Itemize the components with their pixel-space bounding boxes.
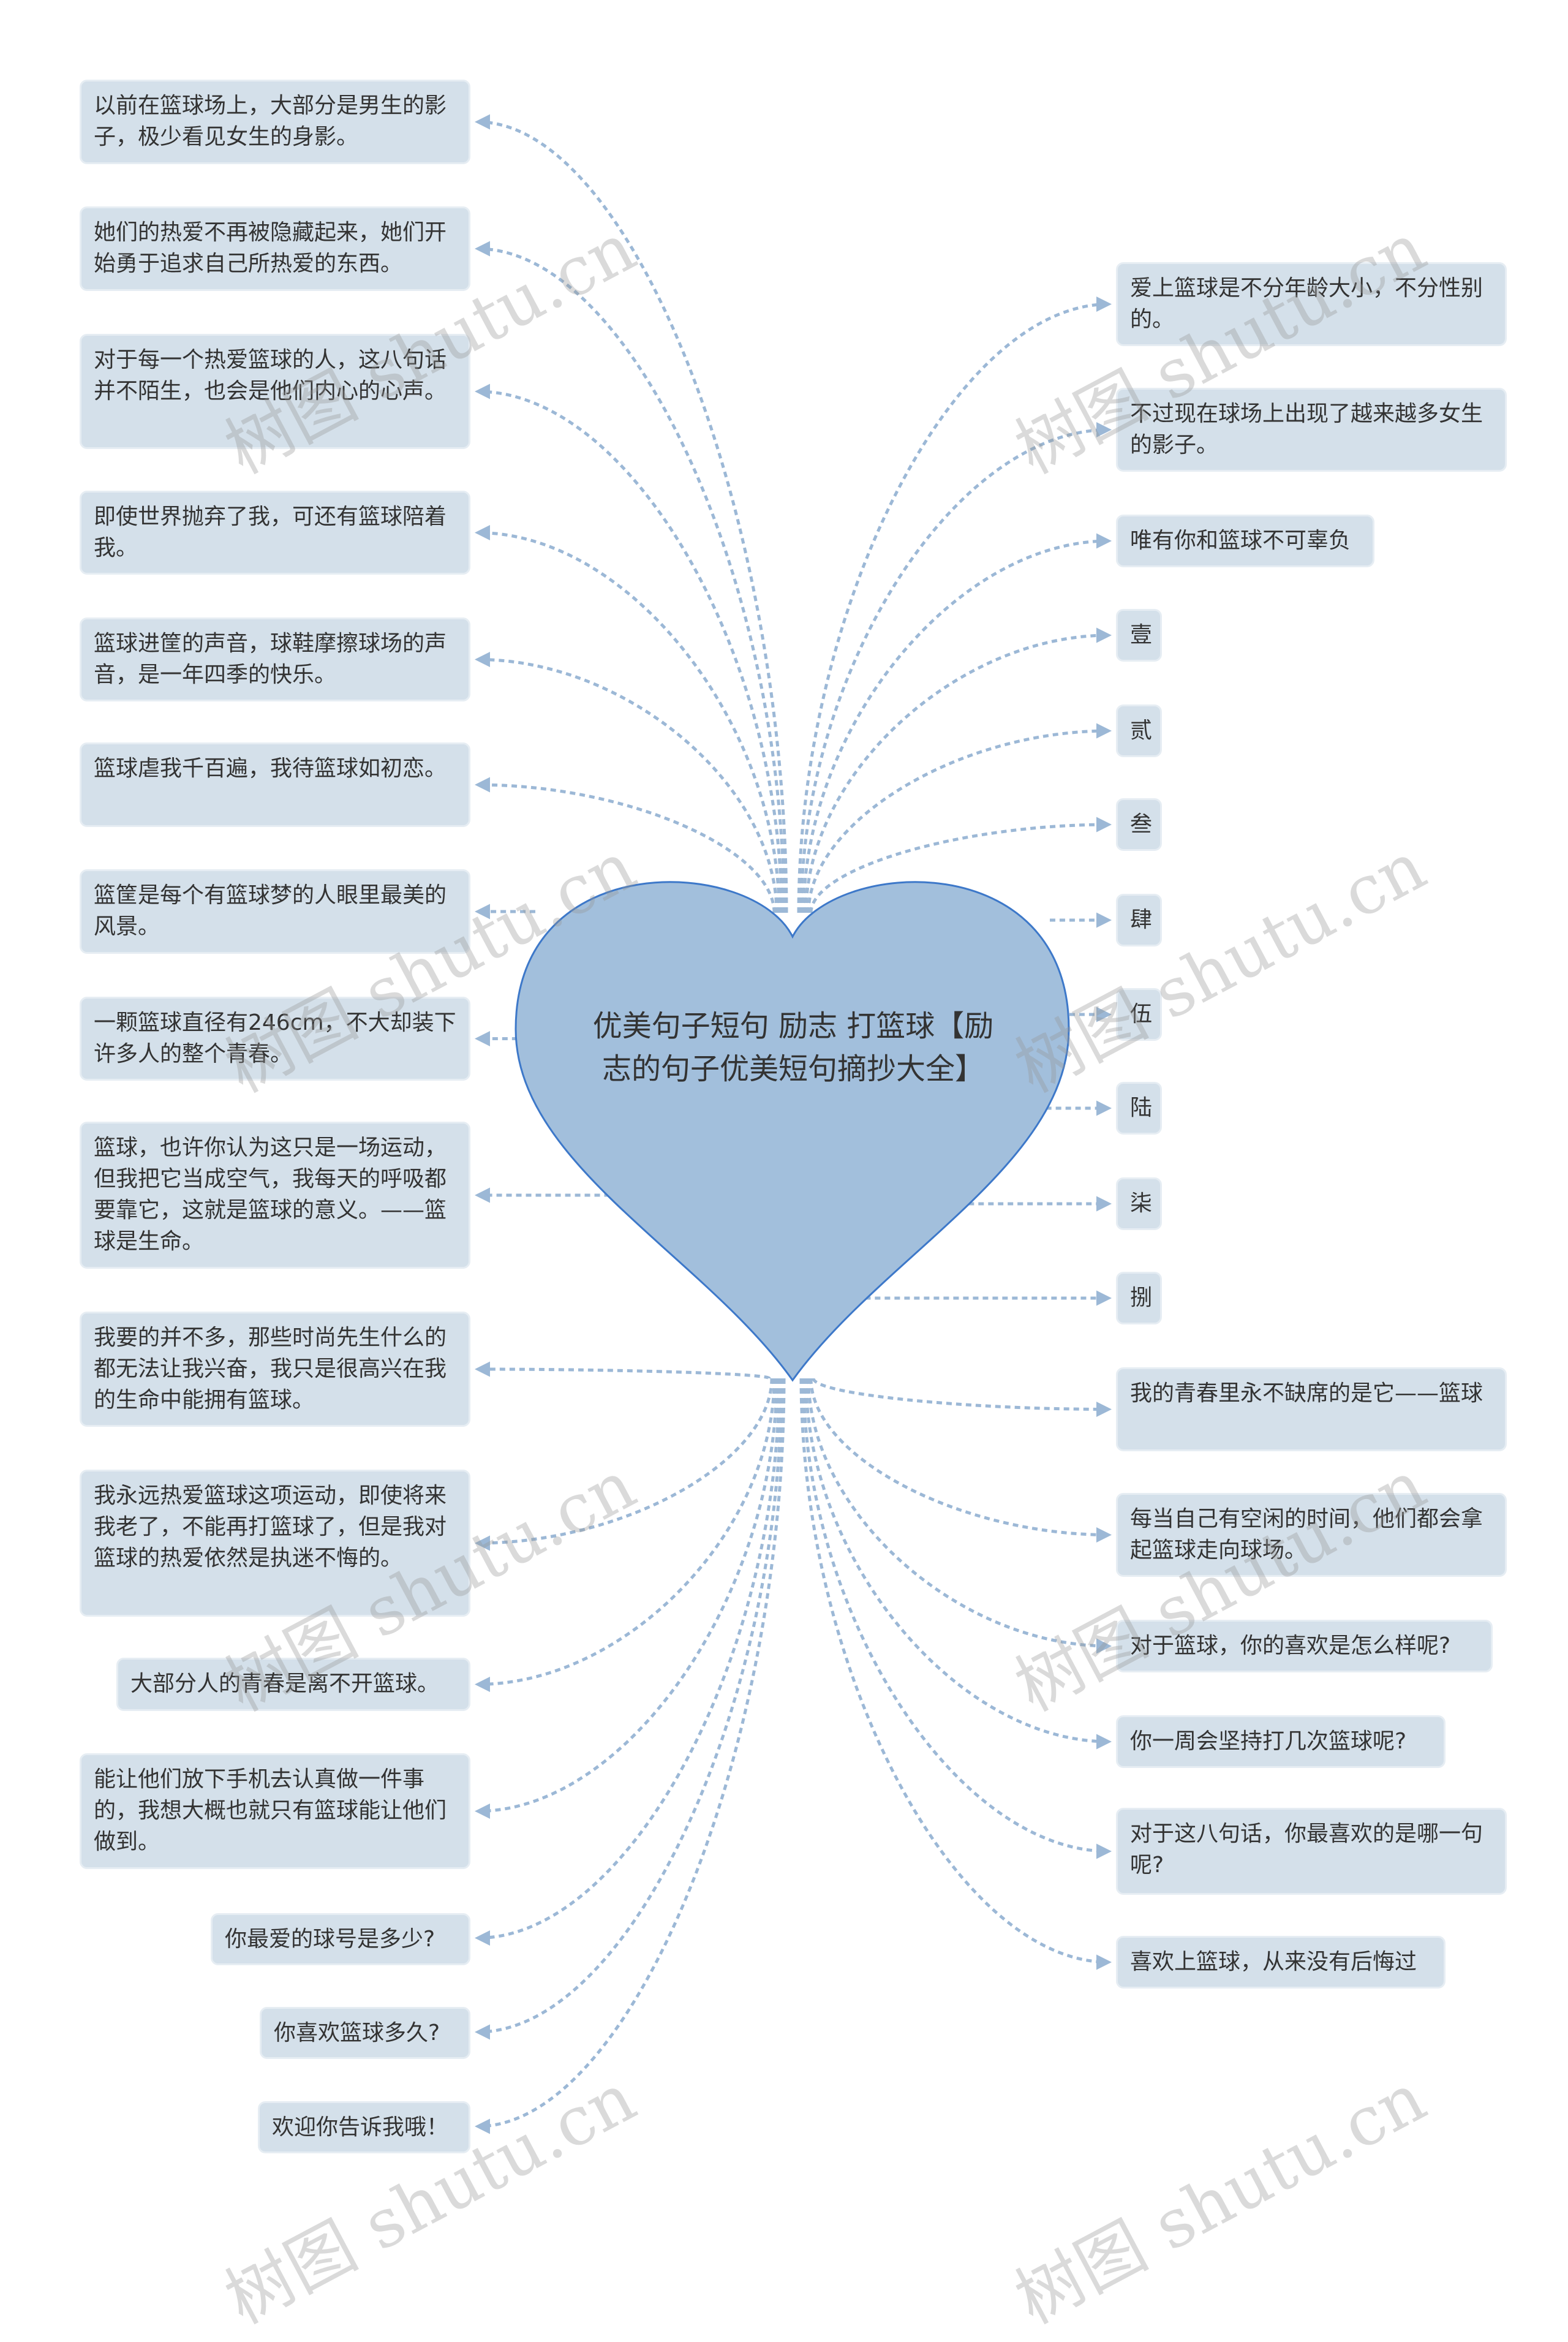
left-topic-node[interactable]: 篮球虐我千百遍，我待篮球如初恋。 <box>80 742 470 827</box>
connector-arrow <box>475 114 788 913</box>
connector-arrow <box>809 1378 1112 1543</box>
right-topic-node[interactable]: 捌 <box>1116 1272 1162 1324</box>
right-topic-node[interactable]: 肆 <box>1116 894 1162 946</box>
left-topic-node[interactable]: 欢迎你告诉我哦！ <box>258 2101 470 2153</box>
right-topic-node[interactable]: 对于篮球，你的喜欢是怎么样呢? <box>1116 1620 1493 1672</box>
connector-arrow <box>802 1378 1112 1859</box>
right-topic-node[interactable]: 唯有你和篮球不可辜负 <box>1116 515 1374 567</box>
left-topic-node[interactable]: 大部分人的青春是离不开篮球。 <box>116 1658 470 1711</box>
right-topic-node[interactable]: 每当自己有空闲的时间，他们都会拿起篮球走向球场。 <box>1116 1493 1507 1577</box>
left-topic-node[interactable]: 篮筐是每个有篮球梦的人眼里最美的风景。 <box>80 869 470 954</box>
central-heart[interactable] <box>514 881 1070 1382</box>
connector-arrow <box>475 525 781 913</box>
right-topic-node[interactable]: 陆 <box>1116 1082 1162 1135</box>
connector-arrow <box>475 241 786 913</box>
left-topic-node[interactable]: 篮球，也许你认为这只是一场运动，但我把它当成空气，我每天的呼吸都要靠它，这就是篮… <box>80 1122 470 1269</box>
connector-arrow <box>475 1361 771 1380</box>
right-topic-node[interactable]: 贰 <box>1116 704 1162 757</box>
left-topic-node[interactable]: 一颗篮球直径有246cm，不大却装下许多人的整个青春。 <box>80 997 470 1081</box>
connector-arrow <box>804 1378 1112 1750</box>
central-topic-title[interactable]: 优美句子短句 励志 打篮球【励志的句子优美短句摘抄大全】 <box>592 1009 994 1086</box>
connector-arrow <box>809 817 1112 913</box>
connector-arrow <box>475 1378 774 1551</box>
right-topic-node[interactable]: 柒 <box>1116 1177 1162 1230</box>
connector-arrow <box>475 1378 783 2040</box>
connector-arrow <box>804 627 1112 913</box>
left-topic-node[interactable]: 能让他们放下手机去认真做一件事的，我想大概也就只有篮球能让他们做到。 <box>80 1753 470 1869</box>
left-topic-node[interactable]: 你喜欢篮球多久? <box>260 2007 470 2059</box>
left-topic-node[interactable]: 即使世界抛弃了我，可还有篮球陪着我。 <box>80 491 470 575</box>
right-topic-node[interactable]: 你一周会坚持打几次篮球呢? <box>1116 1715 1446 1768</box>
left-topic-node[interactable]: 我永远热爱篮球这项运动，即使将来我老了，不能再打篮球了，但是我对篮球的热爱依然是… <box>80 1470 470 1617</box>
right-topic-node[interactable]: 爱上篮球是不分年龄大小，不分性别的。 <box>1116 262 1507 346</box>
right-topic-node[interactable]: 喜欢上篮球，从来没有后悔过 <box>1116 1936 1446 1989</box>
right-topic-node[interactable]: 对于这八句话，你最喜欢的是哪一句呢? <box>1116 1808 1507 1895</box>
left-topic-node[interactable]: 你最爱的球号是多少? <box>211 1913 470 1965</box>
connector-arrow <box>799 1378 1112 1970</box>
connector-arrow <box>475 1378 776 1692</box>
right-topic-node[interactable]: 叁 <box>1116 798 1162 851</box>
connector-arrow <box>475 1378 778 1819</box>
connector-arrow <box>807 723 1112 913</box>
connector-arrow <box>475 1378 786 2134</box>
left-topic-node[interactable]: 她们的热爱不再被隐藏起来，她们开始勇于追求自己所热爱的东西。 <box>80 206 470 291</box>
connector-arrow <box>475 383 783 913</box>
right-topic-node[interactable]: 不过现在球场上出现了越来越多女生的影子。 <box>1116 388 1507 472</box>
edge-layer <box>475 114 1112 2134</box>
connector-arrow <box>475 652 778 913</box>
right-topic-node[interactable]: 壹 <box>1116 609 1162 662</box>
connector-arrow <box>475 1378 781 1946</box>
connector-arrow <box>799 422 1112 913</box>
connector-arrow <box>797 297 1112 913</box>
left-topic-node[interactable]: 对于每一个热爱篮球的人，这八句话并不陌生，也会是他们内心的心声。 <box>80 334 470 449</box>
connector-arrow <box>807 1378 1112 1654</box>
connector-arrow <box>802 533 1112 913</box>
right-topic-node[interactable]: 伍 <box>1116 988 1162 1041</box>
left-topic-node[interactable]: 以前在篮球场上，大部分是男生的影子，极少看见女生的身影。 <box>80 80 470 164</box>
left-topic-node[interactable]: 我要的并不多，那些时尚先生什么的都无法让我兴奋，我只是很高兴在我的生命中能拥有篮… <box>80 1312 470 1427</box>
connector-arrow <box>812 1378 1112 1417</box>
left-topic-node[interactable]: 篮球进筐的声音，球鞋摩擦球场的声音，是一年四季的快乐。 <box>80 618 470 701</box>
right-topic-node[interactable]: 我的青春里永不缺席的是它——篮球 <box>1116 1367 1507 1451</box>
